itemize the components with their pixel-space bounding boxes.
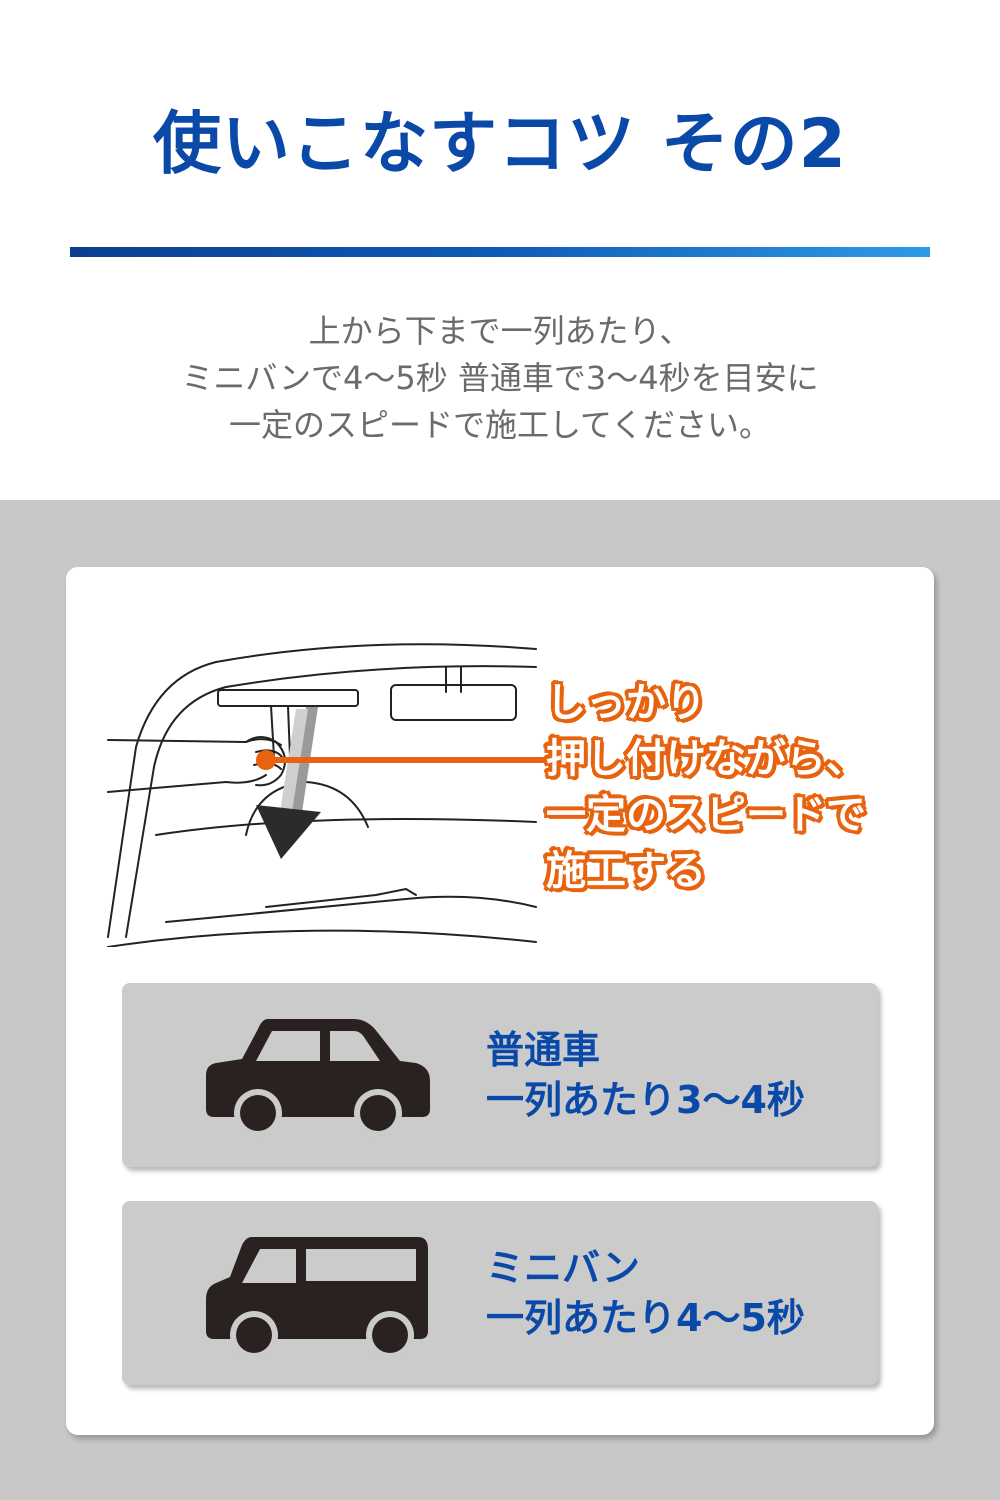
minivan-time-box: ミニバン 一列あたり4〜5秒 <box>122 1201 878 1385</box>
minivan-time-text: ミニバン 一列あたり4〜5秒 <box>486 1243 866 1343</box>
callout-line: しっかり <box>546 680 706 726</box>
vehicle-name: 普通車 <box>486 1028 601 1072</box>
sedan-time-box: 普通車 一列あたり3〜4秒 <box>122 983 878 1167</box>
description: 上から下まで一列あたり、 ミニバンで4〜5秒 普通車で3〜4秒を目安に 一定のス… <box>0 308 1000 449</box>
instruction-card: しっかり 押し付けながら、 一定のスピードで 施工する 普通車 一列あたり3〜4… <box>66 567 934 1435</box>
sedan-car-icon <box>206 1019 430 1137</box>
page-title: 使いこなすコツ その2 <box>153 105 847 184</box>
sedan-time-text: 普通車 一列あたり3〜4秒 <box>486 1025 866 1125</box>
callout-line: 押し付けながら、 <box>546 736 866 782</box>
description-line: 一定のスピードで施工してください。 <box>228 406 772 444</box>
description-line: 上から下まで一列あたり、 <box>308 312 692 350</box>
callout-text: しっかり 押し付けながら、 一定のスピードで 施工する <box>546 675 926 899</box>
windshield-squeegee-illustration <box>107 643 546 947</box>
vehicle-time: 一列あたり4〜5秒 <box>486 1296 805 1340</box>
title-divider <box>70 247 930 257</box>
vehicle-time: 一列あたり3〜4秒 <box>486 1078 805 1122</box>
description-line: ミニバンで4〜5秒 普通車で3〜4秒を目安に <box>181 359 819 397</box>
callout-line: 施工する <box>546 848 706 894</box>
callout-line: 一定のスピードで <box>546 792 866 838</box>
minivan-icon <box>206 1237 428 1357</box>
vehicle-name: ミニバン <box>486 1246 640 1290</box>
